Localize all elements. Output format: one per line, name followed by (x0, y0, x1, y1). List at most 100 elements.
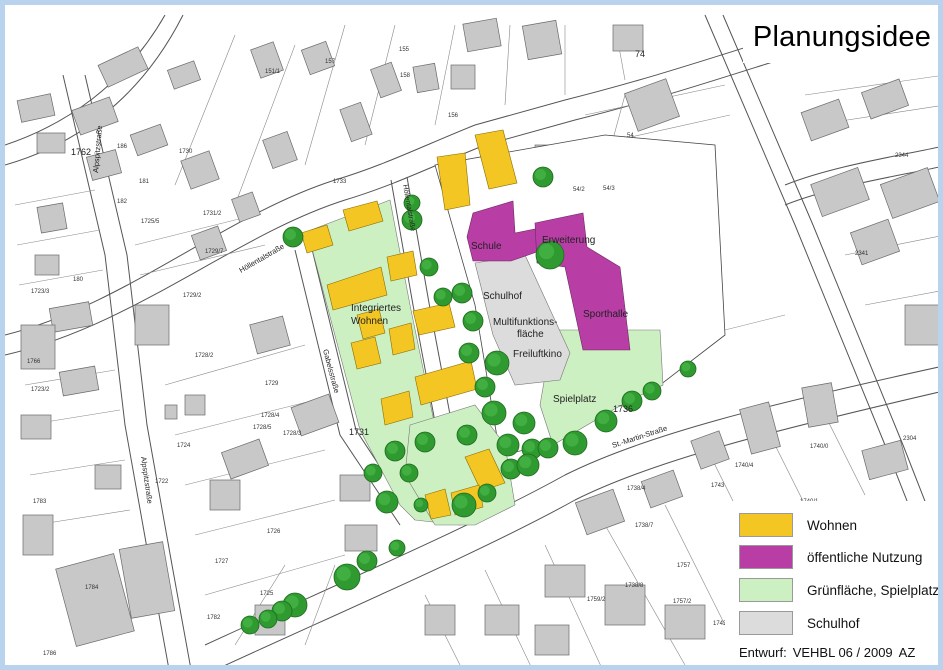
legend-label-wohnen: Wohnen (807, 517, 858, 533)
label-spielplatz: Spielplatz (553, 394, 596, 405)
parcel-number: 1727 (215, 559, 229, 565)
tree (282, 226, 304, 248)
parcel-number: 1740/0 (810, 444, 829, 450)
tree (642, 381, 662, 401)
parcel-number: 1730 (179, 149, 193, 155)
legend-swatch-gruenflaeche (739, 578, 793, 602)
tree (413, 497, 429, 513)
road-hoellentalstrasse-south-edge (5, 54, 796, 356)
map-title: Planungsidee (752, 20, 932, 53)
parcel-number: 1724 (177, 443, 191, 449)
parcel-number: 1759/2 (587, 597, 606, 603)
legend: Wohnen öffentliche Nutzung Grünfläche, S… (725, 501, 938, 665)
parcel-number: 1729/7 (205, 249, 224, 255)
tree (414, 431, 436, 453)
parcel-number: 1725/5 (141, 219, 160, 225)
road-alpspitzstrasse-east-edge (84, 74, 191, 665)
tree (594, 409, 618, 433)
legend-swatch-schulhof (739, 611, 793, 635)
tree (399, 463, 419, 483)
road-stmartin-south-edge (224, 391, 938, 665)
tree (474, 376, 496, 398)
tree (451, 492, 477, 518)
parcel-number: 157 (325, 59, 336, 65)
parcel-number: 1725 (260, 591, 274, 597)
parcel-number: 1728/3 (283, 431, 302, 437)
parcel-number: 1731 (349, 427, 369, 437)
parcel-number: 181 (139, 179, 150, 185)
tree (258, 609, 278, 629)
tree (333, 563, 361, 591)
legend-item-gruenflaeche: Grünfläche, Spielplatz (739, 578, 938, 602)
parcel-number: 1783 (33, 499, 47, 505)
parcel-number: 1757 (677, 563, 691, 569)
tree (537, 437, 559, 459)
credit-code: VEHBL 06 / 2009 (792, 645, 893, 660)
parcel-number: 1738/8 (625, 583, 644, 589)
label-multifunktionsflaeche-1: Multifunktions- (493, 317, 557, 328)
legend-item-wohnen: Wohnen (739, 513, 857, 537)
tree (433, 287, 453, 307)
legend-item-oeffentliche-nutzung: öffentliche Nutzung (739, 545, 922, 569)
tree (363, 463, 383, 483)
parcel-number: 1728/2 (195, 353, 214, 359)
road-stmartin-north-edge (204, 366, 938, 646)
parcel-number: 186 (117, 144, 128, 150)
tree (375, 490, 399, 514)
tree (401, 209, 423, 231)
tree (621, 390, 643, 412)
tree (419, 257, 439, 277)
parcel-number: 1762 (71, 147, 91, 157)
title-box: Planungsidee (743, 11, 938, 63)
parcel-number: 156 (448, 113, 459, 119)
parcel-number: 1738/4 (627, 486, 646, 492)
parcel-number: 1729/2 (183, 293, 202, 299)
parcel-number: 1782 (207, 615, 221, 621)
label-integriertes-wohnen-1: Integriertes (351, 303, 401, 314)
parcel-number: 2304 (903, 436, 917, 442)
parcel-number: 1728/5 (253, 425, 272, 431)
tree (516, 453, 540, 477)
parcel-number: 1733 (333, 179, 347, 185)
tree (512, 411, 536, 435)
parcel-number: 1729 (265, 381, 279, 387)
trees (240, 166, 697, 635)
parcel-number: 74 (635, 49, 645, 59)
parcel-number: 1723/2 (31, 387, 50, 393)
tree (451, 282, 473, 304)
housing-blocks (300, 129, 518, 520)
parcel-number: 2344 (895, 153, 909, 159)
street-alpspitzstrasse: Alpspitzstraße (91, 125, 104, 173)
tree (456, 424, 478, 446)
tree (356, 550, 378, 572)
tree (481, 400, 507, 426)
legend-item-schulhof: Schulhof (739, 611, 860, 635)
site-plan-map[interactable]: Schule Erweiterung Schulhof Multifunktio… (5, 5, 943, 670)
parcel-number: 1738/7 (635, 523, 654, 529)
parcel-number: 1726 (267, 529, 281, 535)
tree (240, 615, 260, 635)
parcel-number: 151/1 (265, 69, 281, 75)
tree (458, 342, 480, 364)
parcel-number: 1722 (155, 479, 169, 485)
parcel-number: 1743/5 (713, 621, 732, 627)
label-freiluftkino: Freiluftkino (513, 349, 562, 360)
label-sporthalle: Sporthalle (583, 309, 628, 320)
parcel-number: 1757/2 (673, 599, 692, 605)
parcel-number: 1766 (27, 359, 41, 365)
parcel-number: 155 (399, 47, 410, 53)
credit-prefix: Entwurf: (739, 645, 787, 660)
tree (403, 194, 421, 212)
tree (484, 350, 510, 376)
parcel-number: 1743 (711, 483, 725, 489)
parcel-number: 1723/3 (31, 289, 50, 295)
parcel-number: 1786 (43, 651, 57, 657)
tree (384, 440, 406, 462)
label-multifunktionsflaeche-2: fläche (517, 329, 544, 340)
legend-swatch-oeffentliche-nutzung (739, 545, 793, 569)
parcel-number: 54 (627, 133, 634, 139)
parcel-number: 1728/4 (261, 413, 280, 419)
parcel-number: 180 (73, 277, 84, 283)
